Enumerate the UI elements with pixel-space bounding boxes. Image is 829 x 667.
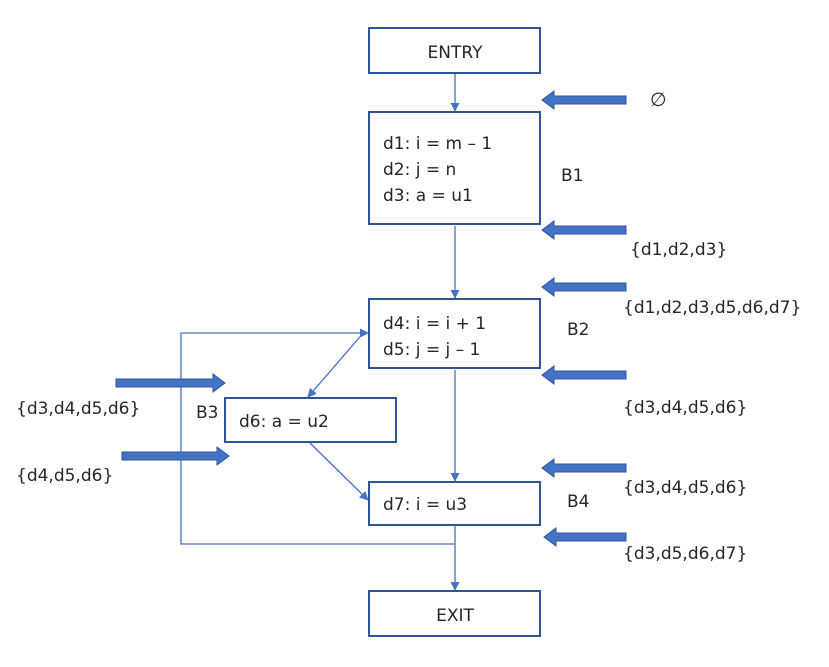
edges (180, 74, 460, 591)
b1-in-arrow (541, 90, 627, 110)
node-b3: d6: a = u2 B3 (196, 397, 397, 443)
b4-label: B4 (567, 492, 589, 512)
exit-label: EXIT (436, 606, 474, 626)
b3-label: B3 (196, 403, 218, 423)
node-b4: d7: i = u3 B4 (368, 481, 589, 526)
b3-in-arrow (115, 373, 226, 393)
b2-line-2: d5: j = j – 1 (383, 340, 480, 360)
edge-b2-b3 (307, 330, 366, 398)
b1-label: B1 (561, 166, 583, 186)
b1-line-1: d1: i = m – 1 (383, 134, 492, 154)
b3-line-1: d6: a = u2 (239, 412, 329, 432)
b4-line-1: d7: i = u3 (383, 495, 467, 515)
b3-out-arrow (121, 446, 230, 466)
b2-label: B2 (567, 320, 589, 340)
b2-out-arrow (541, 365, 627, 385)
b2-out-set: {d3,d4,d5,d6} (623, 398, 747, 418)
b4-out-set: {d3,d5,d6,d7} (623, 544, 747, 564)
b1-line-2: d2: j = n (383, 160, 456, 180)
b2-line-1: d4: i = i + 1 (383, 314, 486, 334)
b1-in-set: ∅ (650, 89, 667, 111)
b1-out-arrow (541, 220, 627, 240)
node-exit: EXIT (368, 590, 541, 637)
set-labels: ∅ {d1,d2,d3} {d1,d2,d3,d5,d6,d7} {d3,d4,… (16, 89, 801, 564)
b4-out-arrow (543, 527, 627, 547)
b3-out-set: {d4,d5,d6} (16, 466, 113, 486)
b4-in-arrow (541, 458, 627, 478)
edge-b4-b2-loop (180, 328, 455, 545)
node-b1: d1: i = m – 1 d2: j = n d3: a = u1 B1 (368, 111, 583, 225)
edge-b3-b4 (309, 442, 369, 501)
node-b2: d4: i = i + 1 d5: j = j – 1 B2 (368, 298, 589, 369)
node-entry: ENTRY (368, 27, 541, 74)
b2-in-set: {d1,d2,d3,d5,d6,d7} (623, 298, 801, 318)
entry-label: ENTRY (428, 43, 484, 63)
set-arrows (115, 90, 627, 547)
b1-out-set: {d1,d2,d3} (630, 240, 727, 260)
b2-in-arrow (541, 277, 627, 297)
b4-in-set: {d3,d4,d5,d6} (623, 478, 747, 498)
b3-in-set: {d3,d4,d5,d6} (16, 399, 140, 419)
b1-line-3: d3: a = u1 (383, 186, 473, 206)
